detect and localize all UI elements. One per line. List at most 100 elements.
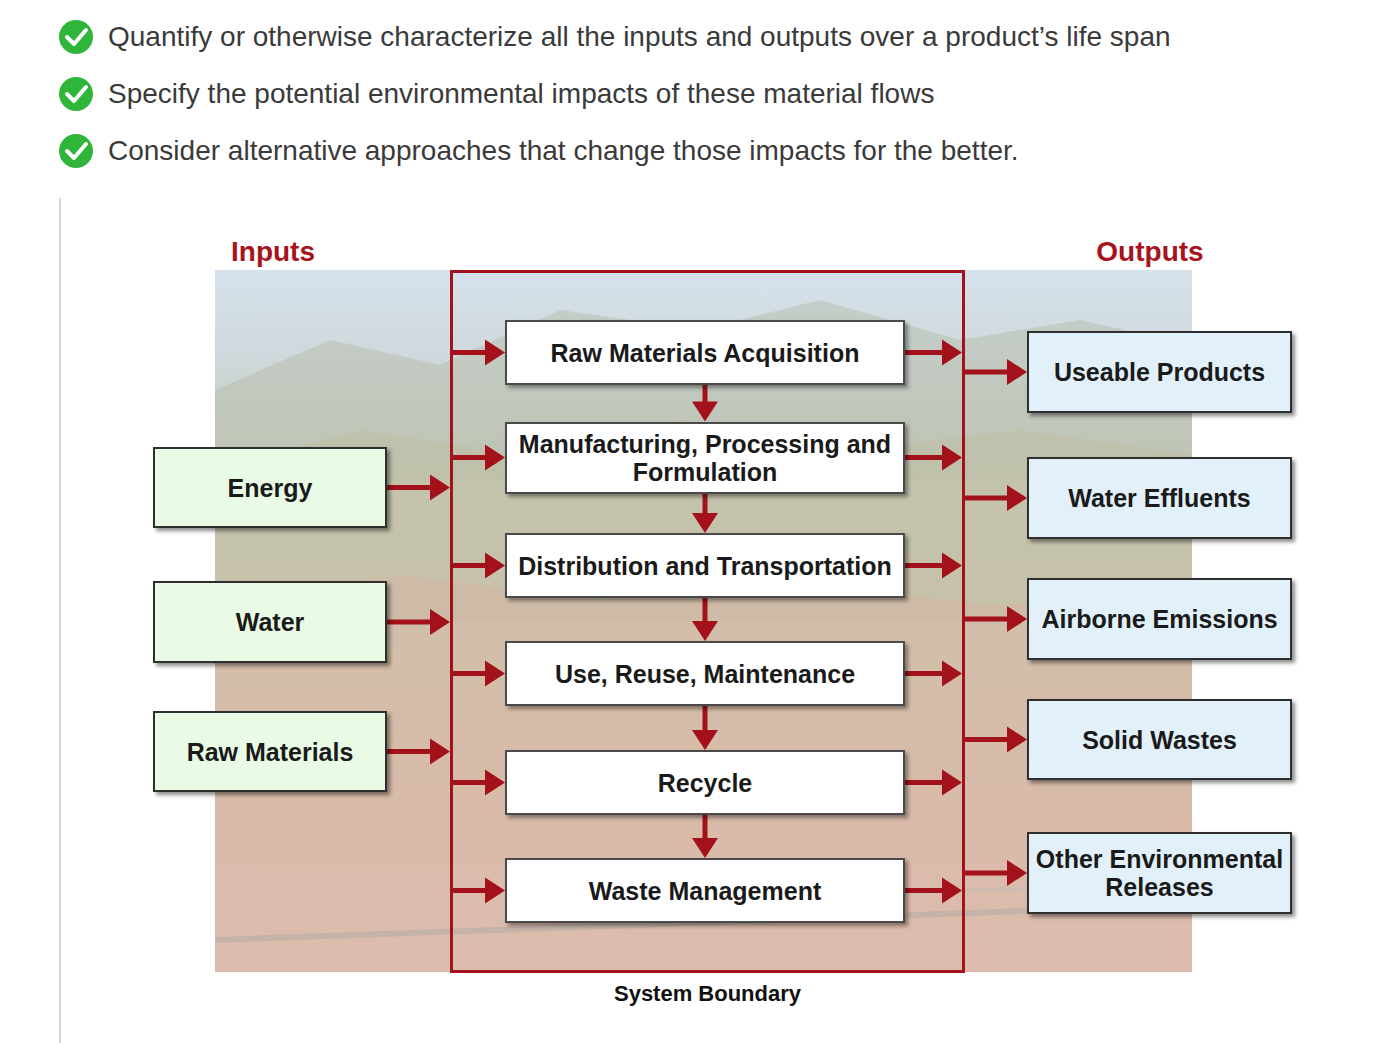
arrow-shaft (965, 737, 1009, 742)
arrow-head (692, 402, 718, 422)
flow-arrow (692, 706, 718, 750)
stage-box: Manufacturing, Processing and Formulatio… (505, 422, 905, 494)
arrow-shaft (965, 617, 1009, 622)
flow-arrow (453, 340, 505, 366)
arrow-shaft (703, 494, 708, 516)
flow-arrow (965, 860, 1027, 886)
flow-arrow (905, 340, 962, 366)
stage-box: Recycle (505, 750, 905, 815)
arrow-shaft (905, 671, 944, 676)
arrow-shaft (453, 455, 487, 460)
flow-arrow (692, 494, 718, 534)
box-label: Energy (228, 474, 313, 502)
arrow-shaft (703, 385, 708, 404)
arrow-head (1007, 860, 1027, 886)
input-box: Water (153, 581, 387, 663)
flow-arrow (453, 553, 505, 579)
box-label: Use, Reuse, Maintenance (555, 660, 855, 688)
column-heading: Outputs (1096, 235, 1203, 269)
box-label: Recycle (658, 769, 753, 797)
arrow-shaft (905, 350, 944, 355)
flow-arrow (387, 475, 450, 501)
arrow-head (1007, 606, 1027, 632)
arrow-head (485, 878, 505, 904)
flow-arrow (387, 609, 450, 635)
box-label: Water (236, 608, 305, 636)
stage-box: Use, Reuse, Maintenance (505, 641, 905, 706)
output-box: Useable Products (1027, 331, 1292, 413)
output-box: Solid Wastes (1027, 699, 1292, 780)
flow-arrow (453, 445, 505, 471)
flow-arrow (453, 661, 505, 687)
arrow-head (692, 838, 718, 858)
stage-box: Raw Materials Acquisition (505, 320, 905, 385)
arrow-shaft (387, 620, 432, 625)
arrow-head (692, 621, 718, 641)
arrow-head (485, 661, 505, 687)
flow-arrow (905, 878, 962, 904)
arrow-head (692, 513, 718, 533)
column-heading: Inputs (231, 235, 315, 269)
box-label: Raw Materials Acquisition (551, 339, 860, 367)
arrow-head (942, 445, 962, 471)
arrow-shaft (905, 780, 944, 785)
flow-arrow (453, 878, 505, 904)
arrow-shaft (453, 780, 487, 785)
arrow-head (485, 445, 505, 471)
input-box: Raw Materials (153, 711, 387, 792)
side-rule (59, 198, 61, 1043)
flow-arrow (965, 359, 1027, 385)
arrow-shaft (905, 563, 944, 568)
box-label: Waste Management (589, 877, 821, 905)
stage-box: Distribution and Transportation (505, 533, 905, 598)
arrow-shaft (453, 563, 487, 568)
box-label: Airborne Emissions (1041, 605, 1277, 633)
arrow-head (1007, 485, 1027, 511)
stage-box: Waste Management (505, 858, 905, 923)
arrow-shaft (965, 871, 1009, 876)
arrow-shaft (905, 888, 944, 893)
flow-arrow (965, 606, 1027, 632)
arrow-shaft (703, 706, 708, 732)
arrow-head (692, 730, 718, 750)
arrow-shaft (453, 888, 487, 893)
arrow-shaft (453, 671, 487, 676)
arrow-head (1007, 727, 1027, 753)
arrow-shaft (703, 815, 708, 840)
flow-arrow (905, 553, 962, 579)
arrow-head (942, 661, 962, 687)
box-label: Other Environmental Releases (1034, 845, 1285, 901)
flow-arrow (905, 770, 962, 796)
arrow-head (942, 770, 962, 796)
arrow-head (430, 739, 450, 765)
flow-arrow (905, 445, 962, 471)
arrow-shaft (905, 455, 944, 460)
box-label: Raw Materials (187, 738, 354, 766)
system-boundary: System BoundaryRaw Materials Acquisition… (450, 270, 965, 973)
flow-arrow (453, 770, 505, 796)
flow-arrow (387, 739, 450, 765)
output-box: Other Environmental Releases (1027, 832, 1292, 914)
arrow-shaft (965, 370, 1009, 375)
check-icon (59, 77, 93, 111)
box-label: Useable Products (1054, 358, 1265, 386)
arrow-head (942, 878, 962, 904)
output-box: Water Effluents (1027, 457, 1292, 539)
flow-arrow (692, 815, 718, 858)
flow-arrow (965, 727, 1027, 753)
arrow-shaft (387, 749, 432, 754)
arrow-head (1007, 359, 1027, 385)
box-label: Solid Wastes (1082, 726, 1237, 754)
flow-arrow (965, 485, 1027, 511)
arrow-shaft (965, 496, 1009, 501)
input-box: Energy (153, 447, 387, 528)
arrow-head (485, 553, 505, 579)
box-label: Manufacturing, Processing and Formulatio… (514, 430, 896, 486)
boundary-title: System Boundary (453, 981, 962, 1007)
arrow-head (942, 553, 962, 579)
arrow-head (430, 609, 450, 635)
bullet-text: Consider alternative approaches that cha… (108, 133, 1019, 169)
bullet-text: Quantify or otherwise characterize all t… (108, 19, 1171, 55)
arrow-shaft (453, 350, 487, 355)
